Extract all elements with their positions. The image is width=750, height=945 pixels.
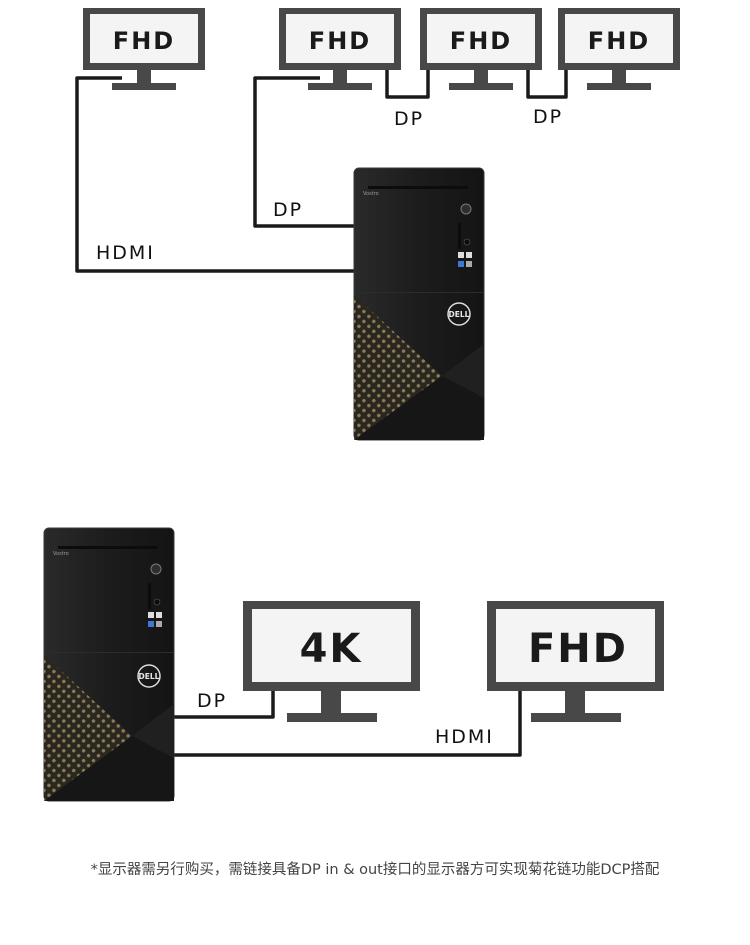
cable-label-dp: DP [273, 199, 303, 221]
monitor-label: FHD [309, 27, 371, 55]
hdmi-cable [174, 690, 522, 757]
hdmi-cable [75, 76, 356, 273]
dp-chain-cable-2 [526, 69, 568, 99]
bottom-diagram: Vostro DELL 4K [43, 527, 664, 802]
dp-cable [174, 690, 275, 719]
cable-label-dp-chain-1: DP [394, 108, 424, 130]
monitor-label: FHD [450, 27, 512, 55]
svg-text:DELL: DELL [139, 672, 160, 681]
pc-brand-label: Vostro [363, 191, 379, 197]
pc-brand-label: Vostro [53, 551, 69, 557]
dp-cable-main [253, 76, 356, 228]
monitor-label: FHD [113, 27, 175, 55]
desktop-tower-icon: Vostro DELL [353, 167, 485, 441]
monitor-fhd: FHD [487, 601, 664, 722]
bottom-cables [174, 690, 522, 757]
monitor-2: FHD [279, 8, 401, 90]
cable-label-hdmi: HDMI [96, 242, 155, 264]
dell-logo-icon: DELL [447, 302, 471, 326]
monitor-label: FHD [588, 27, 650, 55]
power-button-icon [150, 563, 162, 575]
monitor-label: 4K [300, 626, 363, 672]
footnote: *显示器需另行购买，需链接具备DP in & out接口的显示器方可实现菊花链功… [90, 862, 660, 878]
dp-chain-cable-1 [385, 69, 430, 99]
cable-label-dp-chain-2: DP [533, 106, 563, 128]
cable-label-hdmi: HDMI [435, 726, 494, 748]
monitor-4: FHD [558, 8, 680, 90]
top-cables [75, 69, 568, 273]
monitor-4k: 4K [243, 601, 420, 722]
top-diagram: FHD FHD FHD FHD HDMI DP DP DP [75, 8, 680, 441]
dell-logo-icon: DELL [137, 664, 161, 688]
desktop-tower-icon: Vostro DELL [43, 527, 175, 802]
cable-label-dp: DP [197, 690, 227, 712]
monitor-label: FHD [528, 626, 628, 672]
monitor-1: FHD [83, 8, 205, 90]
svg-text:DELL: DELL [449, 310, 470, 319]
monitor-3: FHD [420, 8, 542, 90]
power-button-icon [460, 203, 472, 215]
